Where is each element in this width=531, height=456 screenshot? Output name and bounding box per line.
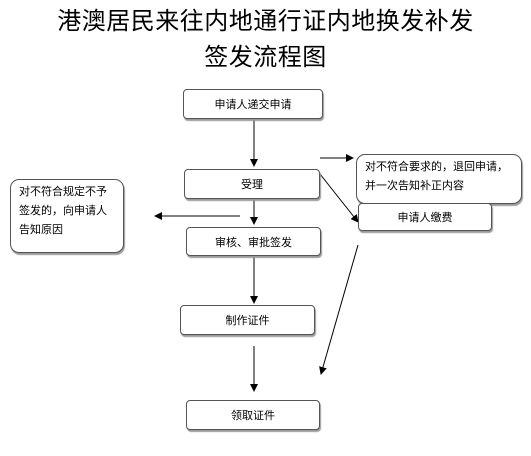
apply-node: 申请人递交申请 xyxy=(183,89,323,119)
diagram-title-line2: 签发流程图 xyxy=(204,43,327,71)
accept-node: 受理 xyxy=(184,169,320,199)
nonconform-rules-note: 对不符合规定不予签发的，向申请人告知原因 xyxy=(10,179,124,253)
produce-node: 制作证件 xyxy=(180,305,315,335)
diagram-title-line1: 港澳居民来往内地通行证内地换发补发 xyxy=(57,7,474,35)
review-node: 审核、审批签发 xyxy=(186,227,321,256)
pay-node: 申请人缴费 xyxy=(358,203,492,231)
arrow-accept-to-pay xyxy=(319,173,359,223)
nonconform-requirements-note: 对不符合要求的，退回申请，并一次告知补正内容 xyxy=(356,154,522,204)
arrow-pay-to-collect xyxy=(319,244,359,375)
collect-node: 领取证件 xyxy=(186,400,320,430)
